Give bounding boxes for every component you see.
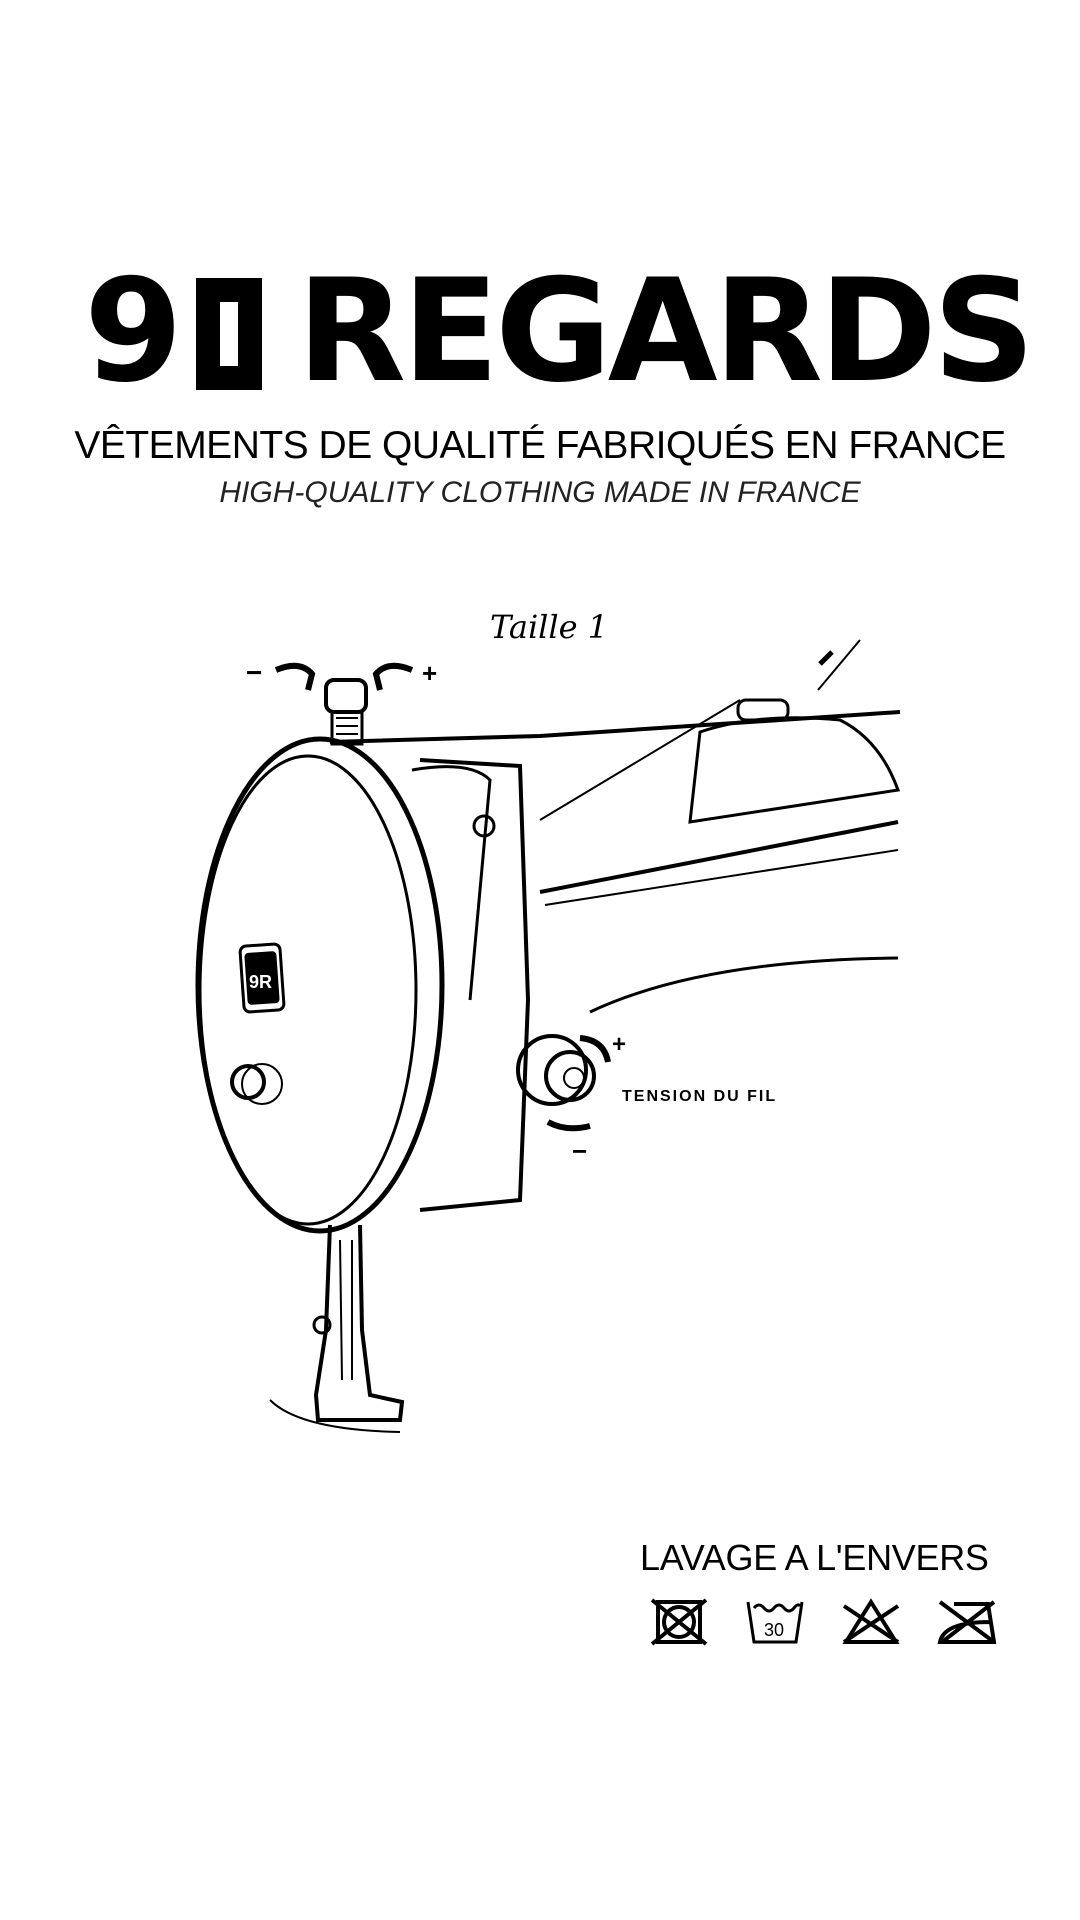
knob-plus-sign: + bbox=[422, 658, 437, 688]
tension-plus-sign: + bbox=[612, 1031, 626, 1058]
tension-minus-sign: − bbox=[572, 1136, 587, 1166]
wash-30-icon: 30 bbox=[746, 1601, 804, 1644]
badge-text: 9R bbox=[249, 972, 272, 992]
brand-wordmark: 9REGARDS bbox=[84, 249, 1035, 414]
care-icons: 30 bbox=[648, 1598, 998, 1646]
tagline-french: VÊTEMENTS DE QUALITÉ FABRIQUÉS EN FRANCE bbox=[74, 424, 1006, 467]
no-bleach-icon bbox=[842, 1598, 900, 1644]
tension-label: TENSION DU FIL bbox=[622, 1088, 778, 1105]
9r-badge bbox=[238, 942, 286, 1014]
tagline-english: HIGH-QUALITY CLOTHING MADE IN FRANCE bbox=[219, 476, 861, 509]
care-title: LAVAGE A L'ENVERS bbox=[640, 1537, 989, 1578]
no-iron-icon bbox=[937, 1600, 997, 1644]
logo-block-glyph-icon bbox=[196, 278, 262, 390]
wash-temp: 30 bbox=[764, 1620, 784, 1640]
knob-minus-sign: − bbox=[246, 657, 262, 688]
size-label: Taille 1 bbox=[490, 608, 609, 646]
no-tumble-dry-icon bbox=[650, 1598, 708, 1646]
